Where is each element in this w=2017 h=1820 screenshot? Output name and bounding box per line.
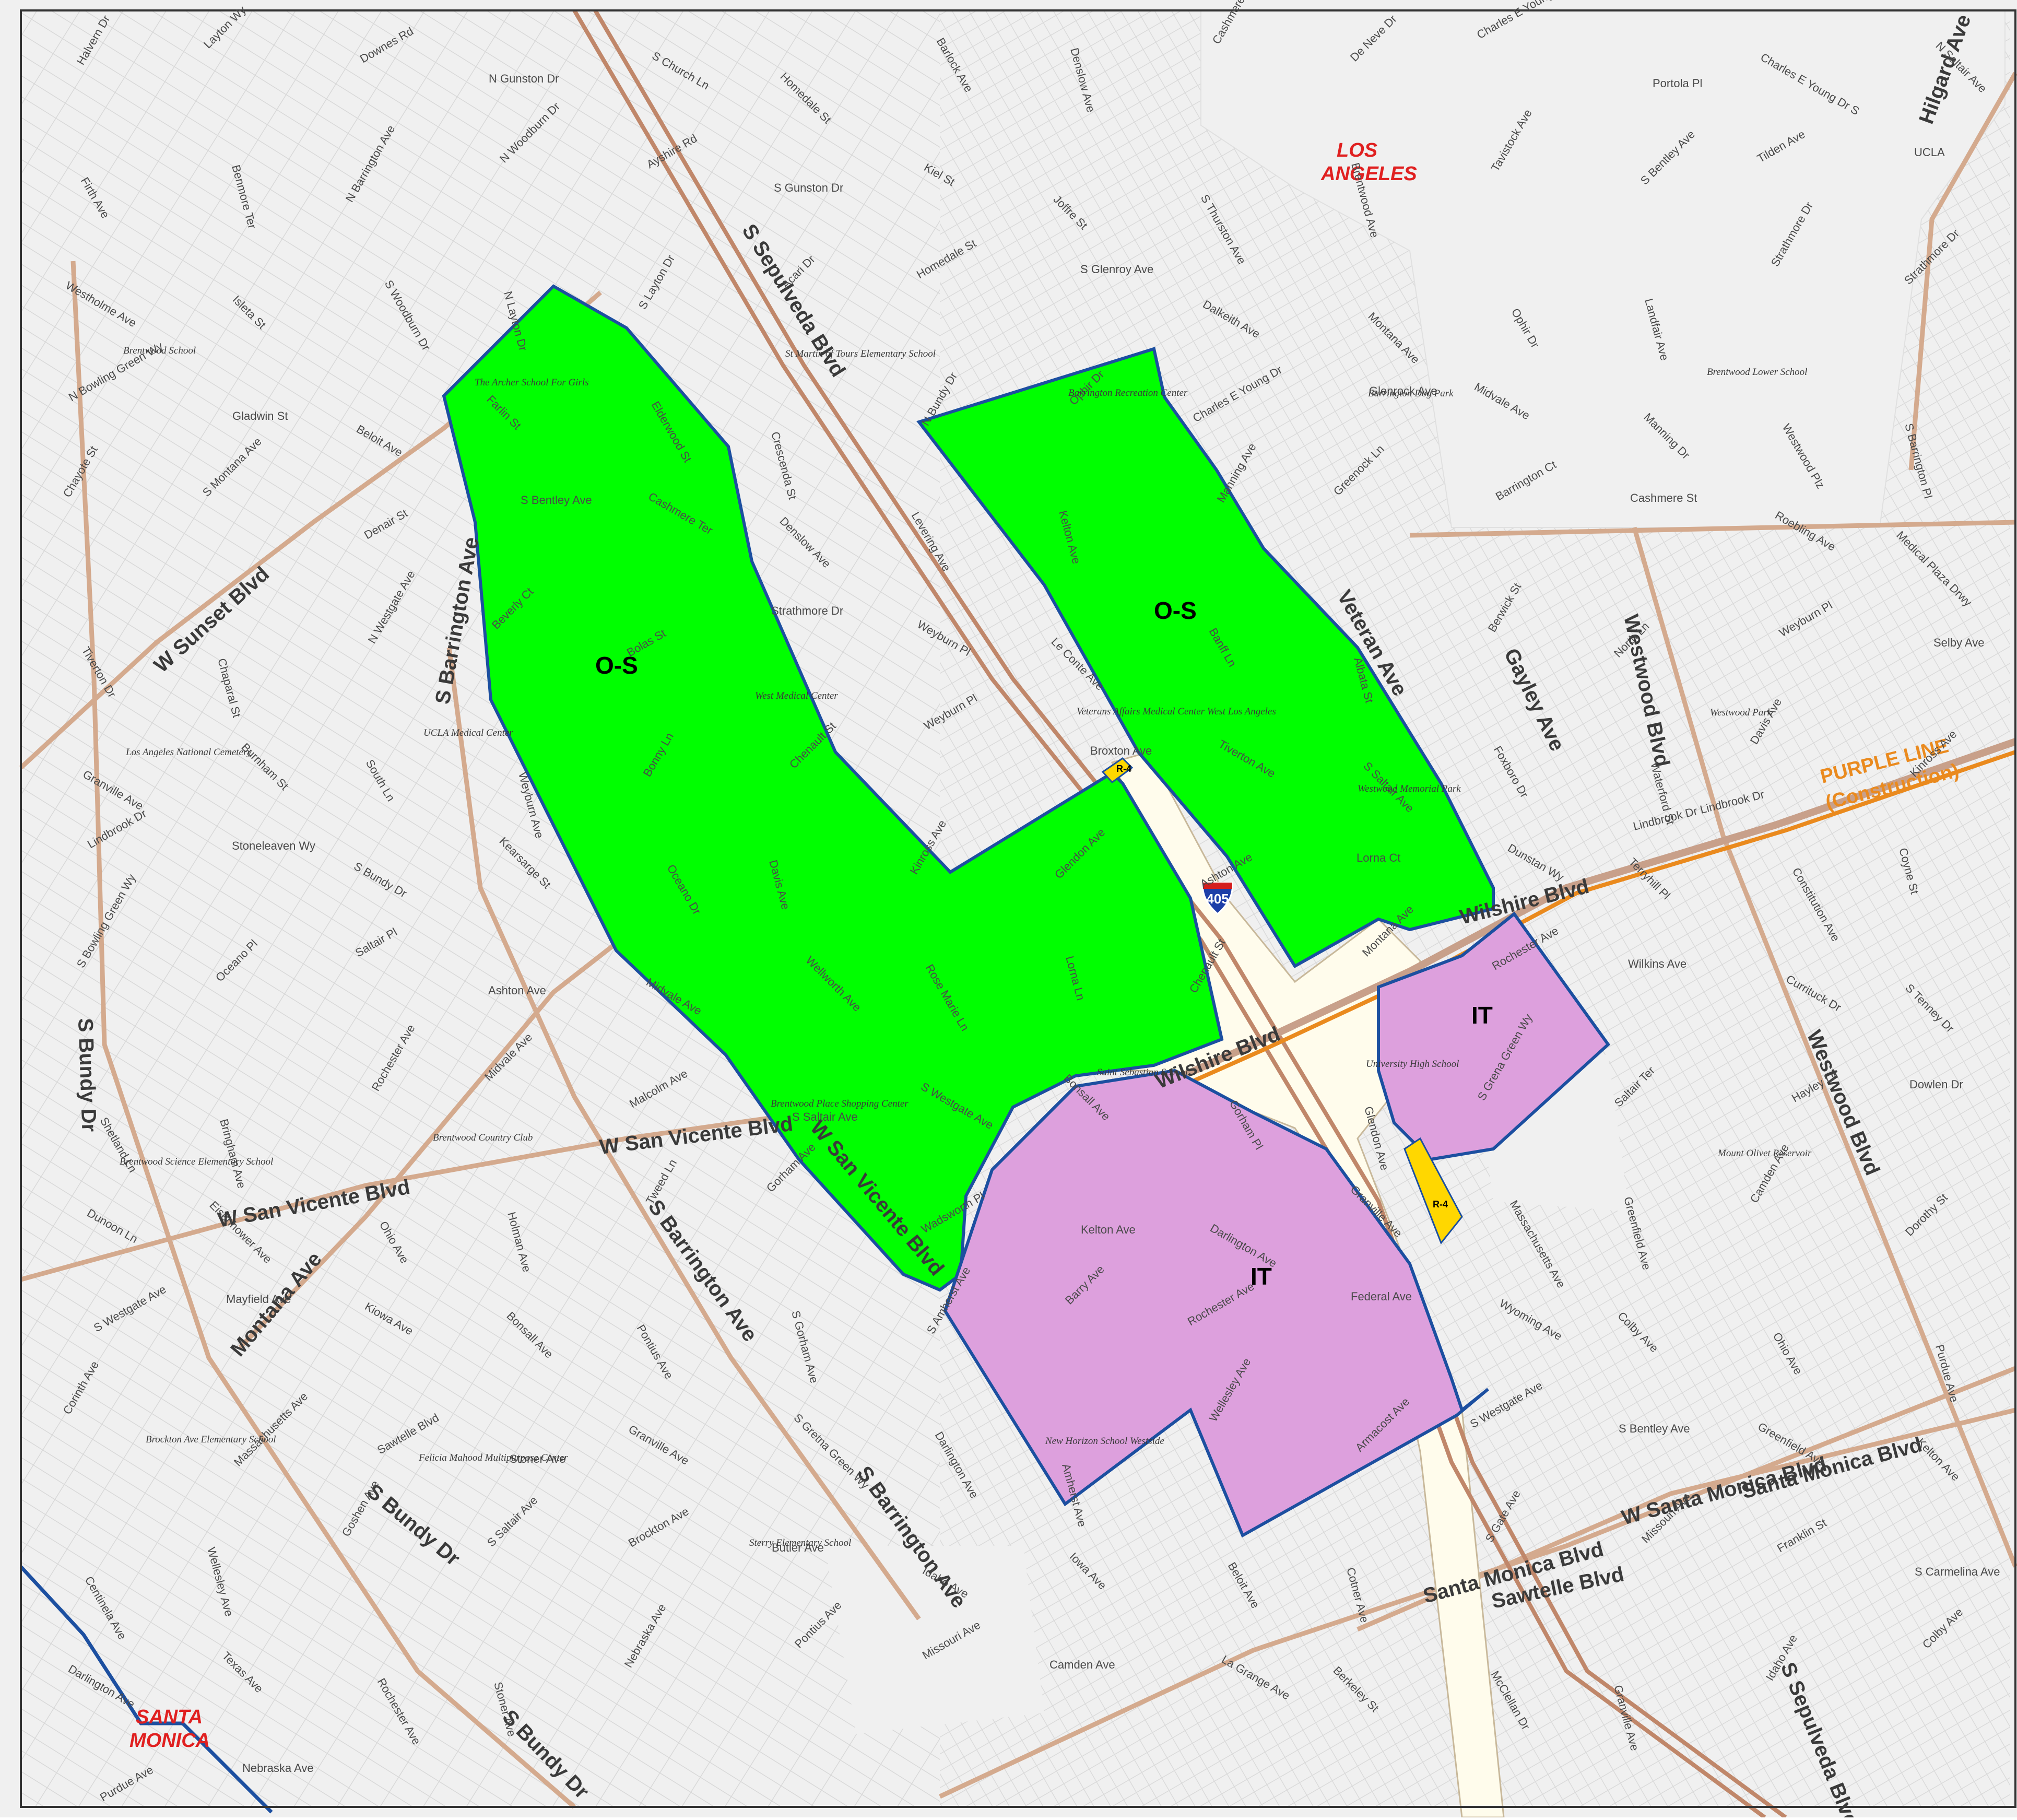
freeway-lane-2: [593, 9, 1787, 1819]
place-label: Veterans Affairs Medical Center West Los…: [1077, 706, 1276, 717]
zone-r4-north[interactable]: [1101, 757, 1134, 784]
place-label: Westwood Memorial Park: [1358, 783, 1461, 794]
street-label: Selby Ave: [1933, 636, 1984, 649]
place-label: Felicia Mahood Multipurpose Center: [418, 1452, 568, 1463]
freeway-405: [572, 9, 1787, 1819]
zone-it-south[interactable]: [943, 1068, 1489, 1538]
arterial-roads: [19, 72, 2017, 1809]
zone-it-north[interactable]: [1377, 911, 1610, 1161]
street-label: Glenrock Ave: [1369, 384, 1437, 397]
zone-label-r4-north: R-4: [1116, 764, 1131, 774]
place-label: UCLA Medical Center: [423, 727, 513, 738]
place-label: Sterry Elementary School: [749, 1537, 851, 1548]
zone-r4-south[interactable]: [1403, 1137, 1463, 1244]
place-label: Mount Olivet Reservoir: [1717, 1148, 1812, 1159]
zone-label-it-north: IT: [1471, 1002, 1493, 1029]
bundy-road: [70, 261, 576, 1809]
place-label: University High School: [1366, 1059, 1459, 1070]
place-label: Brockton Ave Elementary School: [146, 1434, 276, 1445]
place-label: Brentwood Lower School: [1707, 367, 1807, 378]
street-label: S Saltair Ave: [792, 1110, 858, 1123]
street-label: Broxton Ave: [1090, 744, 1152, 757]
place-label: Barrington Dog Park: [1368, 388, 1454, 399]
place-label: Barrington Recreation Center: [1068, 388, 1188, 398]
street-label: Mayfield Ave: [226, 1293, 291, 1306]
road-label-bundy-n: S Bundy Dr: [74, 1018, 101, 1132]
shield-route-number: 405: [1206, 891, 1229, 907]
street-label: S Bentley Ave: [521, 494, 592, 507]
hilgard-road: [1908, 72, 2017, 471]
street-label: Stoneleaven Wy: [232, 839, 315, 852]
westwood-road: [1632, 526, 2017, 1568]
street-label: Dowlen Dr: [1909, 1078, 1963, 1091]
map-frame: [20, 9, 2016, 1808]
zone-os-west[interactable]: [442, 284, 1224, 1292]
zone-label-r4-south: R-4: [1433, 1199, 1448, 1210]
street-label: S Carmelina Ave: [1915, 1565, 2000, 1578]
place-label: Brentwood Country Club: [433, 1132, 533, 1143]
university-high-block: [825, 1546, 1044, 1734]
street-label: Butler Ave: [772, 1541, 824, 1554]
place-label: New Horizon School Westside: [1045, 1436, 1164, 1447]
zone-label-it-south: IT: [1251, 1263, 1272, 1290]
place-label: Brentwood Place Shopping Center: [771, 1098, 909, 1109]
street-label: Kelton Ave: [1081, 1223, 1136, 1236]
santa-monica-boundary: [19, 1565, 273, 1814]
street-label: UCLA: [1914, 146, 1945, 159]
street-label: Ashton Ave: [488, 984, 546, 997]
place-label: Los Angeles National Cemetery: [125, 747, 252, 758]
street-label: Strathmore Dr: [771, 604, 843, 617]
barrington-road: [446, 647, 921, 1621]
street-label: S Bentley Ave: [1619, 1422, 1690, 1435]
place-label: Saint Sebastian School: [1097, 1067, 1188, 1078]
street-label: Stoner Ave: [510, 1452, 565, 1465]
freeway-lane-1: [572, 9, 1766, 1819]
zone-os-east[interactable]: [916, 347, 1495, 969]
city-label-los-angeles-2: ANGELES: [1320, 163, 1417, 185]
zone-label-os-west: O-S: [595, 652, 638, 679]
place-label: St Martin of Tours Elementary School: [785, 348, 936, 359]
wilshire-road: [1064, 738, 2017, 1132]
street-label: Wilkins Ave: [1628, 957, 1686, 970]
street-label: Camden Ave: [1049, 1658, 1115, 1671]
shield-body: [1202, 882, 1233, 915]
street-label: Lorna Ct: [1357, 851, 1400, 864]
street-label: Nebraska Ave: [242, 1762, 314, 1775]
street-label: S Gunston Dr: [774, 181, 843, 194]
street-label: Federal Ave: [1351, 1290, 1412, 1303]
place-label: Brentwood School: [123, 345, 196, 356]
place-label: Brentwood Science Elementary School: [120, 1156, 273, 1167]
street-label: Portola Pl: [1653, 77, 1702, 90]
le-conte-road: [1409, 520, 2016, 538]
street-label: N Gunston Dr: [489, 72, 559, 85]
interstate-shield-icon: 405: [1202, 882, 1233, 915]
street-label: S Glenroy Ave: [1080, 263, 1153, 276]
place-label: West Medical Center: [755, 690, 838, 701]
zone-label-os-east: O-S: [1154, 597, 1197, 624]
street-label: Cashmere St: [1630, 491, 1697, 504]
place-label: Westwood Park: [1710, 707, 1772, 718]
street-label: Gladwin St: [232, 409, 288, 422]
city-label-santa-monica-1: SANTA: [136, 1706, 203, 1728]
city-label-santa-monica-2: MONICA: [129, 1730, 210, 1752]
city-label-los-angeles-1: LOS: [1337, 139, 1377, 161]
san-vicente-road: [20, 1110, 810, 1282]
santa-monica-road: [939, 1366, 2016, 1799]
place-label: The Archer School For Girls: [475, 377, 589, 388]
shield-top-band: [1203, 883, 1232, 889]
